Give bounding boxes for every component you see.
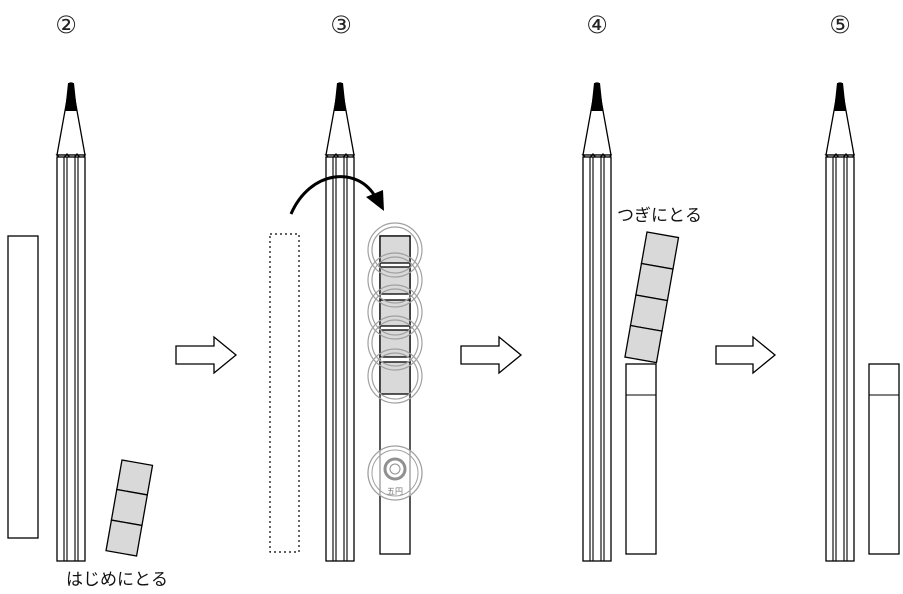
pencil-icon — [824, 82, 856, 562]
remaining-block — [868, 363, 900, 555]
pencil-icon — [581, 82, 613, 562]
next-take-label: つぎにとる — [617, 206, 702, 226]
first-take-label: はじめにとる — [66, 570, 168, 590]
tilted-block-stack — [105, 459, 154, 557]
gray-cell — [379, 235, 411, 264]
gray-cell — [379, 361, 411, 395]
step-number-2: ② — [55, 11, 77, 39]
step-number-5: ⑤ — [829, 11, 851, 39]
step-3-panel: 五円 — [269, 82, 423, 562]
step-5-panel — [824, 82, 900, 562]
arrow-icon — [460, 335, 523, 375]
remaining-block — [625, 363, 657, 555]
curved-move-arrow-icon — [289, 175, 384, 215]
tilted-block-stack — [624, 231, 680, 364]
tall-block — [7, 235, 39, 539]
pencil-icon — [324, 82, 356, 562]
step-4-panel: つぎにとる — [581, 82, 702, 562]
step-number-4: ④ — [586, 11, 608, 39]
pencil-icon — [55, 82, 87, 562]
five-yen-coin-icon: 五円 — [367, 445, 423, 501]
five-yen-coin-stack — [367, 222, 423, 404]
arrow-icon — [175, 335, 238, 375]
step-2-panel: はじめにとる — [7, 82, 168, 590]
moved-block-outline — [269, 233, 300, 553]
arrow-icon — [715, 335, 777, 375]
coin-face-text: 五円 — [387, 487, 403, 496]
step-number-3: ③ — [330, 11, 352, 39]
